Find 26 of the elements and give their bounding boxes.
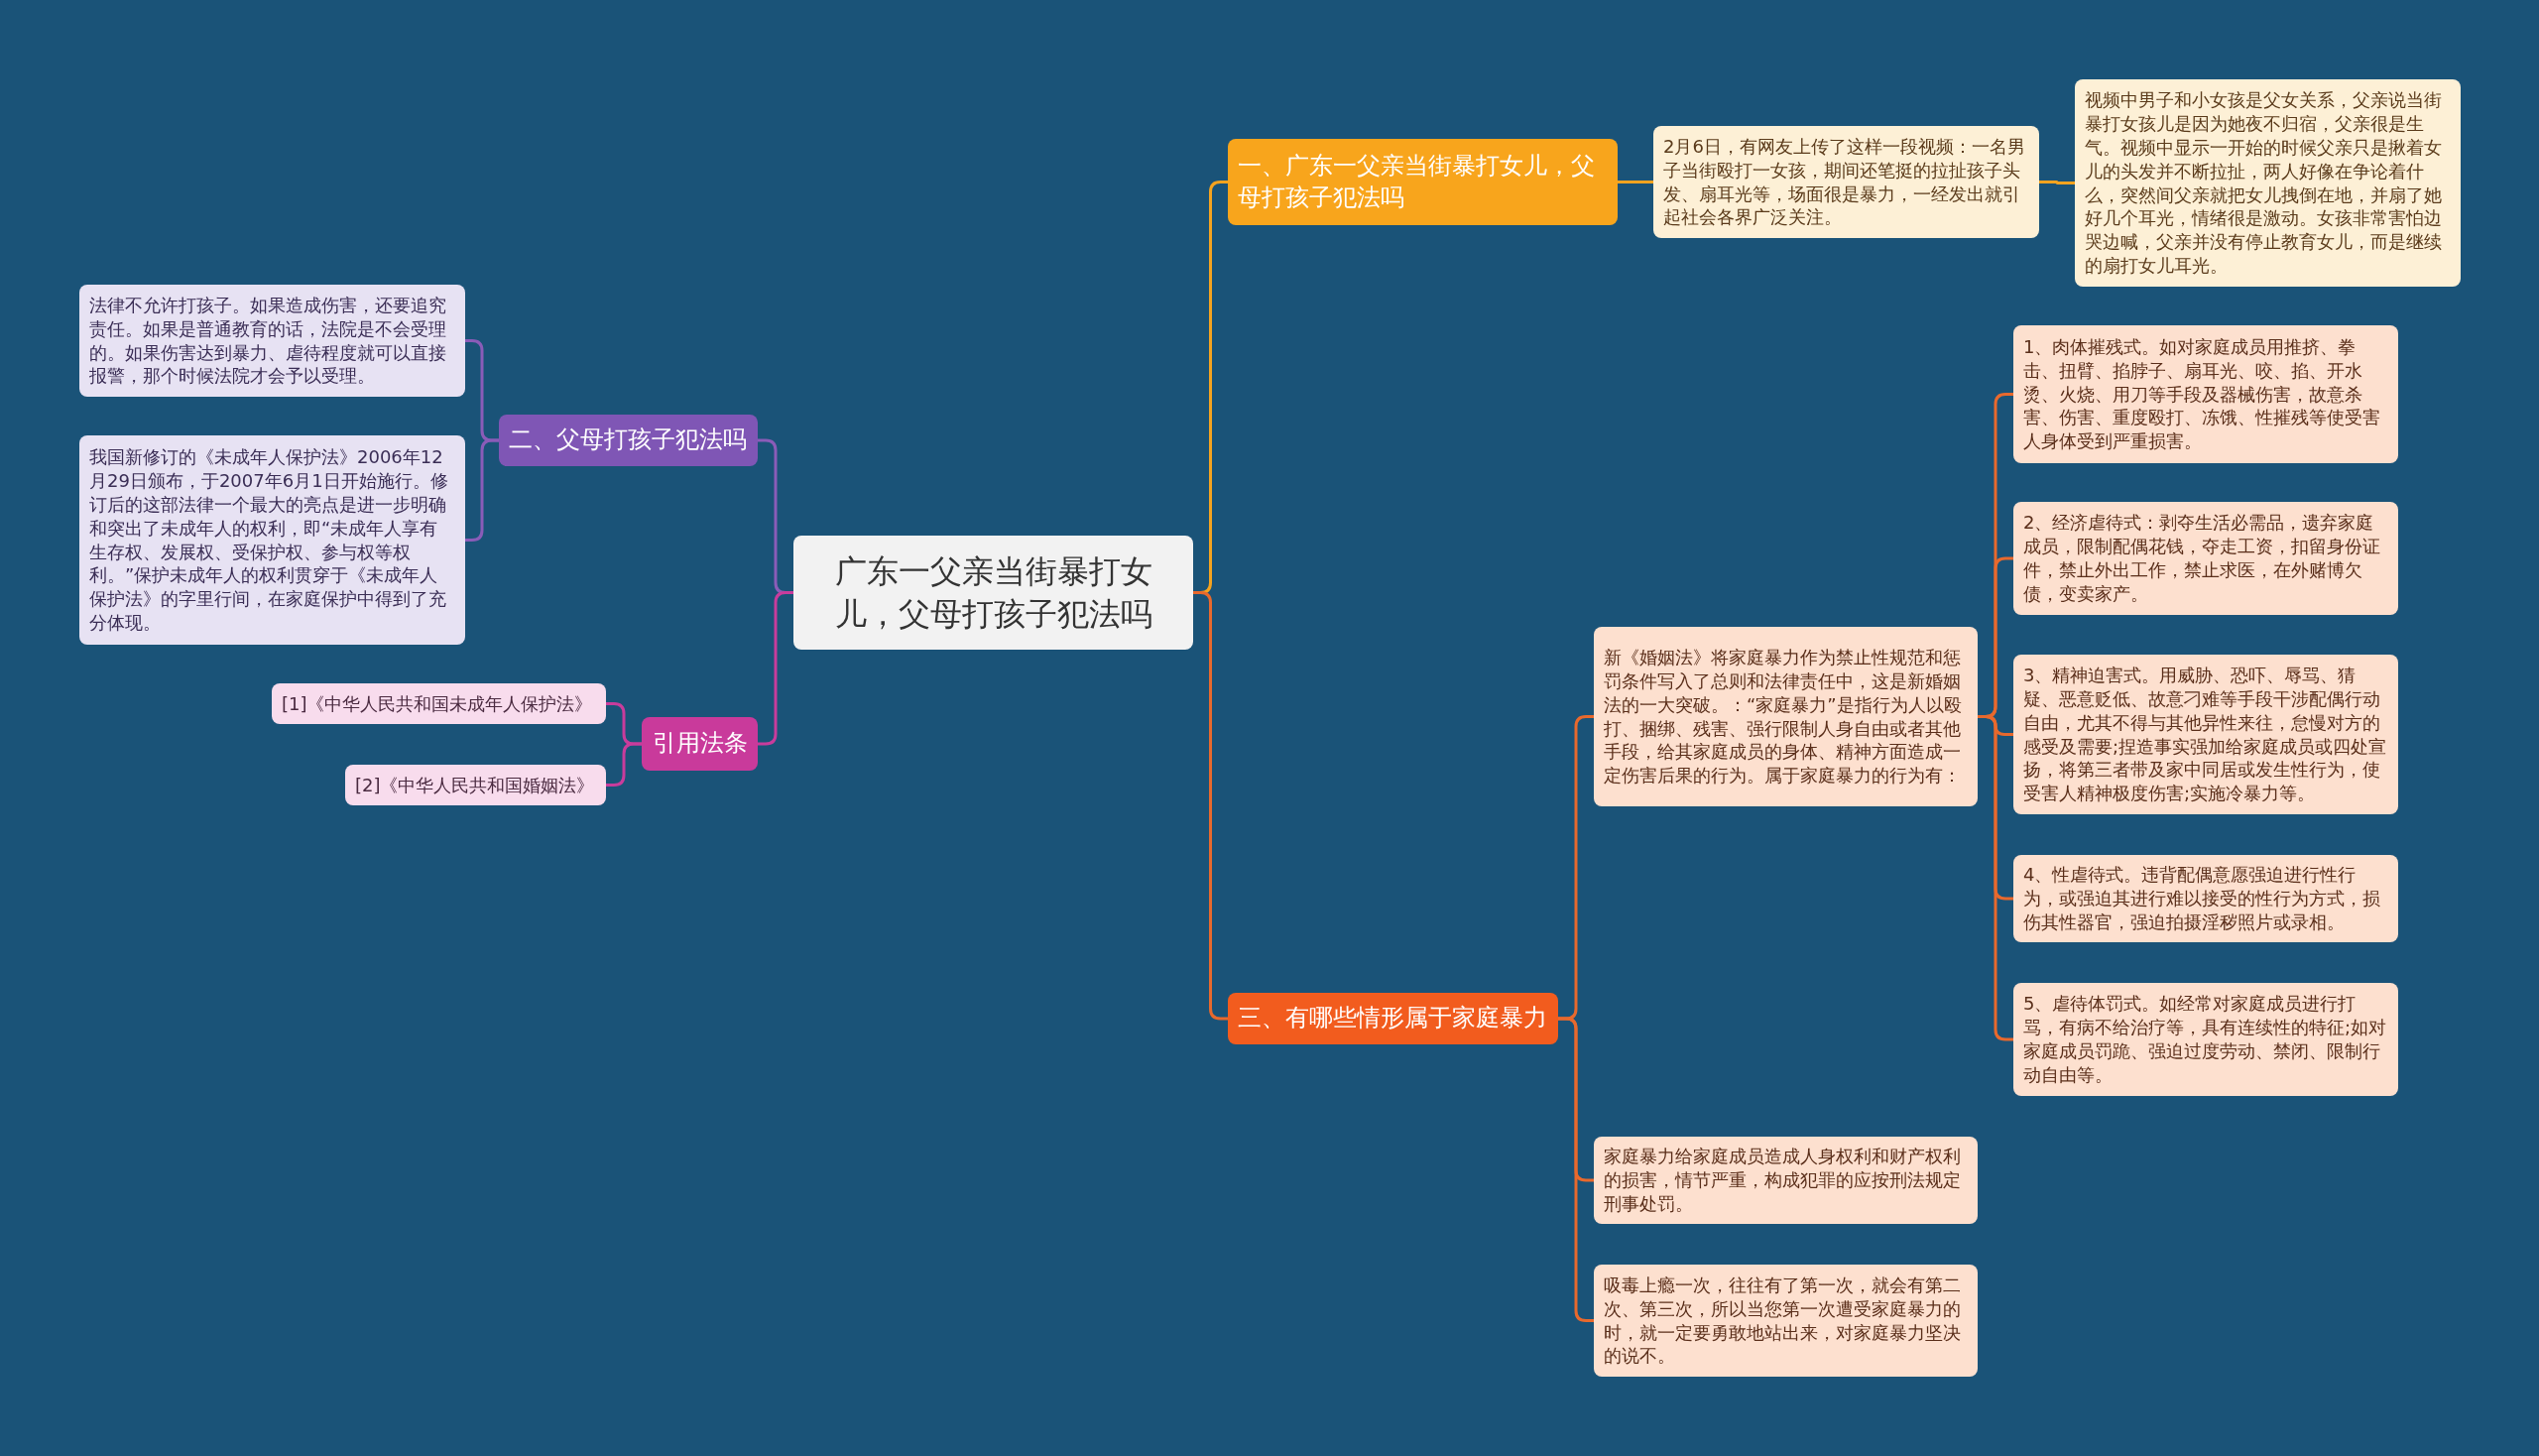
connector-line [1618,181,1653,183]
text-box: 法律不允许打孩子。如果造成伤害，还要追究责任。如果是普通教育的话，法院是不会受理的。如果伤害达到暴力、虐待程度就可以直接报警，那个时候法院才会予以受理。 [79,285,465,397]
connector-line [606,742,642,787]
branch-box: 三、有哪些情形属于家庭暴力 [1228,993,1558,1044]
branch-box: 引用法条 [642,717,758,771]
branch-box: 二、父母打孩子犯法吗 [499,415,758,466]
connector-line [1558,1017,1594,1322]
text-box: 3、精神迫害式。用威胁、恐吓、辱骂、猜疑、恶意贬低、故意刁难等手段干涉配偶行动自由，尤其不得与其他异性来往，怠慢对方的感受及需要;捏造事实强加给家庭成员或四处宣扬，将第三者带及家中同居或发生性行为，使受害人精神极度伤害;实施冷暴力等。 [2013,655,2398,814]
topic-box: 广东一父亲当街暴打女儿，父母打孩子犯法吗 [793,536,1193,650]
text-box: 2、经济虐待式：剥夺生活必需品，遗弃家庭成员，限制配偶花钱，夺走工资，扣留身份证件，禁止外出工作，禁止求医，在外赌博欠债，变卖家产。 [2013,502,2398,615]
text-box: 新《婚姻法》将家庭暴力作为禁止性规范和惩罚条件写入了总则和法律责任中，这是新婚姻法的一大突破。：“家庭暴力”是指行为人以殴打、捆绑、残害、强行限制人身自由或者其他手段，给其家庭成员的身体、精神方面造成一定伤害后果的行为。属于家庭暴力的行为有： [1594,627,1978,806]
connector-line [1193,591,1228,1021]
text-box: 家庭暴力给家庭成员造成人身权利和财产权利的损害，情节严重，构成犯罪的应按刑法规定刑事处罚。 [1594,1137,1978,1224]
text-box: 1、肉体摧残式。如对家庭成员用推挤、拳击、扭臂、掐脖子、扇耳光、咬、掐、开水烫、火烧、用刀等手段及器械伤害，故意杀害、伤害、重度殴打、冻饿、性摧残等使受害人身体受到严重损害。 [2013,325,2398,463]
connector-line [758,591,793,746]
text-box: 5、虐待体罚式。如经常对家庭成员进行打骂，有病不给治疗等，具有连续性的特征;如对家庭成员罚跪、强迫过度劳动、禁闭、限制行动自由等。 [2013,983,2398,1096]
text-box: 我国新修订的《未成年人保护法》2006年12月29日颁布，于2007年6月1日开始施行。修订后的这部法律一个最大的亮点是进一步明确和突出了未成年人的权利，即“未成年人享有生存权、发展权、受保护权、参与权等权利。”保护未成年人的权利贯穿于《未成年人保护法》的字里行间，在家庭保护中得到了充分体现。 [79,435,465,645]
text-box: 吸毒上瘾一次，往往有了第一次，就会有第二次、第三次，所以当您第一次遭受家庭暴力的时，就一定要勇敢地站出来，对家庭暴力坚决的说不。 [1594,1265,1978,1377]
branch-box: 一、广东一父亲当街暴打女儿，父母打孩子犯法吗 [1228,139,1618,225]
text-box: 4、性虐待式。违背配偶意愿强迫进行性行为，或强迫其进行难以接受的性行为方式，损伤其性器官，强迫拍摄淫秽照片或录相。 [2013,855,2398,942]
text-box: 2月6日，有网友上传了这样一段视频：一名男子当街殴打一女孩，期间还笔挺的拉扯孩子头发、扇耳光等，场面很是暴力，一经发出就引起社会各界广泛关注。 [1653,126,2039,238]
reference-box: [2]《中华人民共和国婚姻法》 [345,765,606,805]
text-box: 视频中男子和小女孩是父女关系，父亲说当街暴打女孩儿是因为她夜不归宿，父亲很是生气。视频中显示一开始的时候父亲只是揪着女儿的头发并不断拉扯，两人好像在争论着什么，突然间父亲就把女儿拽倒在地，并扇了她好几个耳光，情绪很是激动。女孩非常害怕边哭边喊，父亲并没有停止教育女儿，而是继续的扇打女儿耳光。 [2075,79,2461,287]
reference-box: [1]《中华人民共和国未成年人保护法》 [272,683,606,724]
connector-line [1978,715,2013,1041]
connector-line [2039,181,2075,184]
